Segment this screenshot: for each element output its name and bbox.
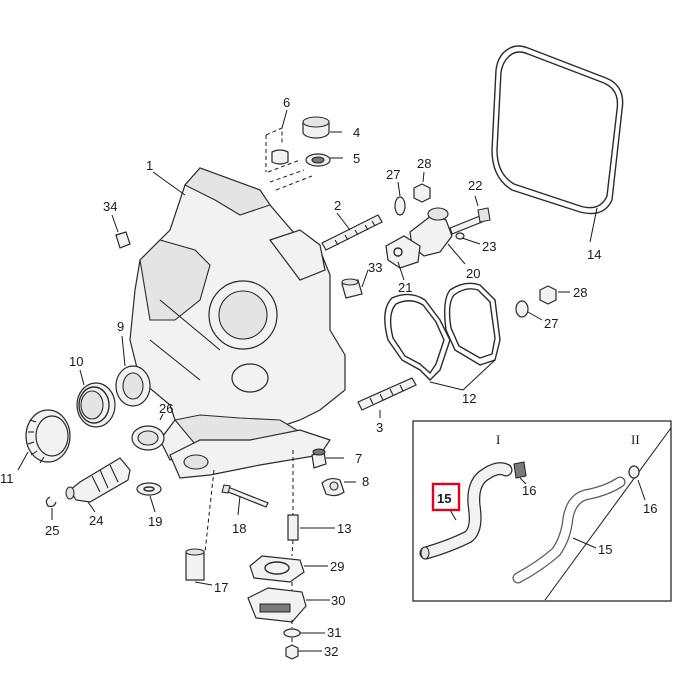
callout-6: 6 xyxy=(283,95,290,110)
plug-part-33[interactable] xyxy=(341,278,363,299)
nut-part-28a[interactable] xyxy=(413,183,431,203)
callout-31: 31 xyxy=(327,625,341,640)
callout-1: 1 xyxy=(146,158,153,173)
nut-part-32[interactable] xyxy=(285,644,299,660)
callout-2: 2 xyxy=(334,198,341,213)
callout-28-right: 28 xyxy=(573,285,587,300)
stud-part-2[interactable] xyxy=(321,214,383,251)
hose-variant-2[interactable] xyxy=(512,465,640,584)
leader-15b xyxy=(572,537,597,549)
bolt-part-22[interactable] xyxy=(449,207,491,235)
callout-13: 13 xyxy=(337,521,351,536)
plug-part-34[interactable] xyxy=(115,231,131,249)
callout-4: 4 xyxy=(353,125,360,140)
hose-fitting-variant-1[interactable] xyxy=(513,461,527,479)
leader-lines xyxy=(17,109,598,652)
ring-part-10[interactable] xyxy=(76,382,116,428)
boot-part-24[interactable] xyxy=(65,457,131,503)
callout-16-variant-2: 16 xyxy=(643,501,657,516)
callout-8: 8 xyxy=(362,474,369,489)
callout-11: 11 xyxy=(0,471,14,486)
highlight-box-15 xyxy=(431,482,461,512)
gasket-part-14[interactable] xyxy=(491,45,624,215)
bearing-part-11[interactable] xyxy=(25,409,71,464)
callout-3: 3 xyxy=(376,420,383,435)
screw-part-18[interactable] xyxy=(221,484,269,508)
callout-12: 12 xyxy=(462,391,476,406)
callout-15-highlighted: 15 xyxy=(437,491,451,506)
pin-part-17[interactable] xyxy=(185,548,205,581)
callout-15: 15 xyxy=(598,542,612,557)
callout-14: 14 xyxy=(587,247,601,262)
gasket-part-21[interactable] xyxy=(385,235,421,269)
leader-15a xyxy=(449,509,457,521)
leader-16b xyxy=(637,479,646,501)
callout-26: 26 xyxy=(159,401,173,416)
bushing-part-4[interactable] xyxy=(302,116,330,139)
fitting-part-7[interactable] xyxy=(311,448,327,469)
callout-32: 32 xyxy=(324,644,338,659)
callout-labels: 1 2 3 4 5 6 7 8 9 10 11 12 13 14 15 15 1… xyxy=(0,95,657,659)
stud-part-3[interactable] xyxy=(357,377,417,411)
clamp-part-26[interactable] xyxy=(131,425,165,451)
washer-part-19[interactable] xyxy=(136,482,162,496)
variant-label-2: II xyxy=(631,432,640,447)
callout-17: 17 xyxy=(214,580,228,595)
callout-21: 21 xyxy=(398,280,412,295)
callout-28-top: 28 xyxy=(417,156,431,171)
callout-10: 10 xyxy=(69,354,83,369)
alignment-dashes xyxy=(267,159,313,191)
callout-27-top: 27 xyxy=(386,167,400,182)
callout-25: 25 xyxy=(45,523,59,538)
callout-23: 23 xyxy=(482,239,496,254)
clip-part-8[interactable] xyxy=(321,477,345,497)
gasket-part-12[interactable] xyxy=(384,282,501,381)
variant-label-1: I xyxy=(496,432,500,447)
nut-part-28b[interactable] xyxy=(539,285,557,305)
callout-22: 22 xyxy=(468,178,482,193)
callout-16-variant-1: 16 xyxy=(522,483,536,498)
callout-30: 30 xyxy=(331,593,345,608)
clip-part-25[interactable] xyxy=(45,496,57,508)
washer-part-31[interactable] xyxy=(283,628,301,638)
washer-part-23[interactable] xyxy=(455,232,465,240)
callout-20: 20 xyxy=(466,266,480,281)
callout-29: 29 xyxy=(330,559,344,574)
callout-34: 34 xyxy=(103,199,117,214)
pin-part-13[interactable] xyxy=(287,450,299,541)
callout-5: 5 xyxy=(353,151,360,166)
housing-part-1[interactable] xyxy=(129,167,346,479)
leader-16a xyxy=(519,477,527,485)
washer-part-27a[interactable] xyxy=(394,196,406,216)
seal-part-5[interactable] xyxy=(305,153,331,167)
callout-33: 33 xyxy=(368,260,382,275)
callout-9: 9 xyxy=(117,319,124,334)
washer-part-27b[interactable] xyxy=(515,300,529,318)
callout-27-right: 27 xyxy=(544,316,558,331)
pump-part-30[interactable] xyxy=(247,587,307,623)
ring-part-9[interactable] xyxy=(115,365,151,407)
callout-7: 7 xyxy=(355,451,362,466)
callout-18: 18 xyxy=(232,521,246,536)
callout-19: 19 xyxy=(148,514,162,529)
hose-variant-1[interactable] xyxy=(419,462,513,560)
gasket-part-29[interactable] xyxy=(249,555,305,583)
callout-24: 24 xyxy=(89,513,103,528)
